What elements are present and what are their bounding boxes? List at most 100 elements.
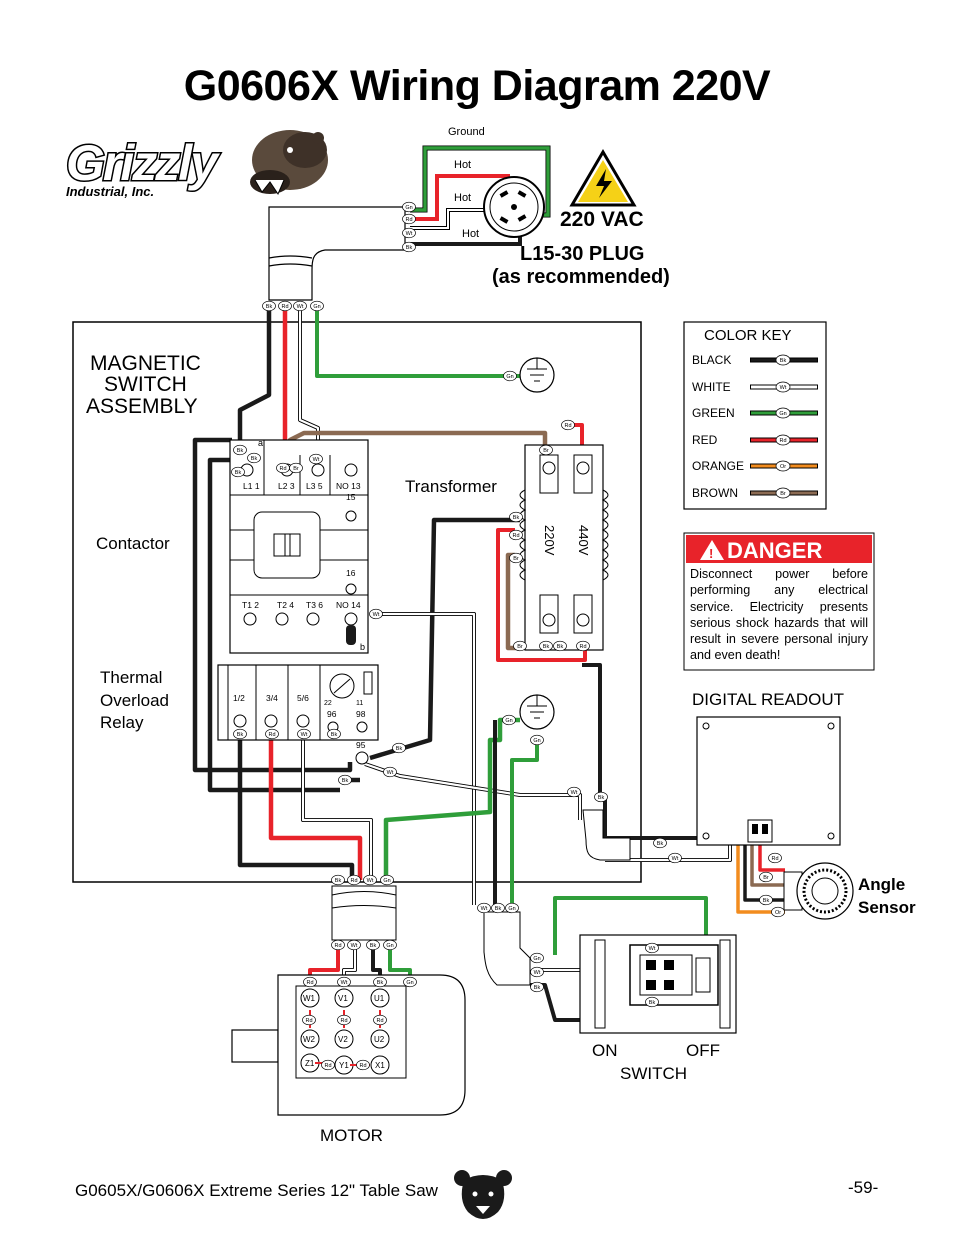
wire-tag-label: Rd <box>305 1018 312 1024</box>
wire-tag <box>403 976 417 988</box>
footer-model: G0605X/G0606X Extreme Series 12" Table S… <box>75 1181 438 1200</box>
wire-tag-label: Gn <box>386 943 393 949</box>
overload-5-6: 5/6 <box>297 693 309 703</box>
terminal-no14: NO 14 <box>336 600 361 610</box>
wire-tag <box>539 444 553 456</box>
warning-icon <box>700 540 724 560</box>
color-key-abbr: Or <box>780 464 786 470</box>
wire-tag <box>302 1014 316 1026</box>
overload-96: 96 <box>327 709 337 719</box>
wire-tag <box>509 529 523 541</box>
transformer-label: Transformer <box>405 477 497 496</box>
wire-tag <box>247 452 261 464</box>
wire-tag <box>509 511 523 523</box>
wire-tag-label: Wt <box>387 770 394 776</box>
wire-tag <box>505 902 519 914</box>
wire-tag <box>373 976 387 988</box>
contactor-mark-a: a <box>258 438 263 448</box>
page-title: G0606X Wiring Diagram 220V <box>183 62 771 110</box>
hot-label-1: Hot <box>454 159 471 171</box>
wire-tag-label: Gn <box>508 906 515 912</box>
wire-tag-label: Rd <box>306 980 313 986</box>
color-key-label-black: BLACK <box>692 353 731 367</box>
logo-wordmark: Grizzly <box>66 135 220 191</box>
wire-tag <box>402 227 416 239</box>
wire-tag-label: Gn <box>506 374 513 380</box>
hot-label-2: Hot <box>454 192 471 204</box>
wire-tag-label: Gn <box>533 956 540 962</box>
wire-tag-label: Br <box>513 556 519 562</box>
terminal-t3: T3 6 <box>306 600 323 610</box>
color-key-tag <box>775 381 791 393</box>
terminal-t2: T2 4 <box>277 600 294 610</box>
wire-tag-label: Wt <box>313 457 320 463</box>
wire-tag-label: Gn <box>406 980 413 986</box>
wire-tag <box>771 906 785 918</box>
wire-tag-label: Rd <box>340 1018 347 1024</box>
color-key-tag <box>775 460 791 472</box>
color-key-tag <box>775 407 791 419</box>
wire-tag-label: Wt <box>672 856 679 862</box>
transformer-220v: 220V <box>542 525 557 556</box>
wire-tag <box>645 942 659 954</box>
overload-1-2: 1/2 <box>233 693 245 703</box>
motor-w2: W2 <box>303 1035 316 1044</box>
wire-tag-label: Br <box>763 875 769 881</box>
terminal-15: 15 <box>346 492 356 502</box>
wire-tag-label: Br <box>293 466 299 472</box>
wire-tag <box>477 902 491 914</box>
color-key-abbr: Rd <box>779 438 786 444</box>
wire-tag-label: Rd <box>279 466 286 472</box>
wire-tag-label: Bk <box>543 644 550 650</box>
wire-tag-label: Bk <box>237 448 244 454</box>
wire-tag <box>310 300 324 312</box>
wire-tag-label: Rd <box>771 856 778 862</box>
color-key-abbr: Br <box>780 491 786 497</box>
wire-tag <box>337 1014 351 1026</box>
switch-cord <box>483 911 531 986</box>
terminal-l3: L3 5 <box>306 481 323 491</box>
wire-tag-label: Bk <box>495 906 502 912</box>
wire-tag <box>402 241 416 253</box>
color-key-abbr: Wt <box>780 385 787 391</box>
motor-v1: V1 <box>338 994 348 1003</box>
wire-tag <box>553 640 567 652</box>
wire-tag-label: Bk <box>513 515 520 521</box>
wire-tag-label: Rd <box>350 878 357 884</box>
wire-tag <box>366 939 380 951</box>
hot-label-3: Hot <box>462 228 479 240</box>
color-key-tag <box>775 434 791 446</box>
wire-tag <box>768 852 782 864</box>
angle-sensor-label-1: Angle <box>858 875 905 894</box>
high-voltage-warning-icon <box>569 149 637 207</box>
wire-tag <box>327 728 341 740</box>
power-cord <box>268 206 406 301</box>
wire-tag <box>594 791 608 803</box>
motor-y1: Y1 <box>339 1061 349 1070</box>
ground-symbol-icon <box>519 357 555 393</box>
wire-tag-label: Rd <box>334 943 341 949</box>
wire-tag <box>338 774 352 786</box>
wire-tag-label: Bk <box>763 898 770 904</box>
plug-section: Ground Hot Hot Hot 220 VAC L15-30 PLUG (… <box>410 126 670 288</box>
overload-95: 95 <box>356 740 366 750</box>
terminal-no13: NO 13 <box>336 481 361 491</box>
overload-22: 22 <box>324 700 332 707</box>
wire-tag <box>331 939 345 951</box>
plug-note: (as recommended) <box>492 266 670 288</box>
wire-tag-label: Gn <box>383 878 390 884</box>
wire-tag-label: Bk <box>235 470 242 476</box>
grizzly-logo: Grizzly Industrial, Inc. <box>65 130 328 199</box>
thermal-label-2: Overload <box>100 691 169 710</box>
on-off-switch <box>579 934 737 1034</box>
wire-tag-label: Bk <box>534 985 541 991</box>
wire-tag-label: Wt <box>571 790 578 796</box>
wire-tag-label: Rd <box>405 217 412 223</box>
switch-off-label: OFF <box>686 1041 720 1060</box>
wire-tag <box>233 728 247 740</box>
color-key-abbr: Gn <box>779 411 786 417</box>
bear-head-icon <box>250 130 328 196</box>
wire-tag-label: Bk <box>370 943 377 949</box>
